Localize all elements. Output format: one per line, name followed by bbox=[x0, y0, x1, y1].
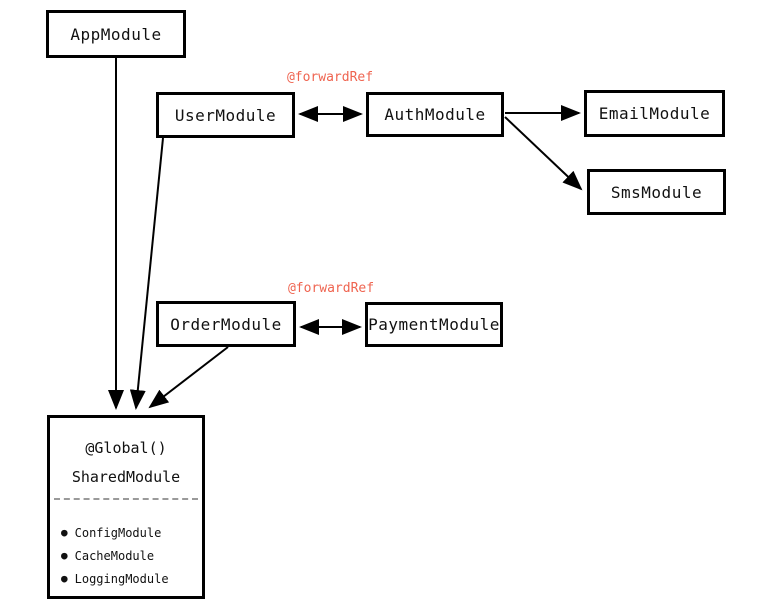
node-label: UserModule bbox=[174, 105, 277, 125]
bullet-icon: ● bbox=[61, 572, 68, 585]
shared-item-label: LoggingModule bbox=[74, 571, 169, 586]
forwardref-annotation-user-auth: @forwardRef bbox=[286, 70, 374, 85]
shared-item-label: ConfigModule bbox=[74, 525, 162, 540]
node-label: AppModule bbox=[70, 24, 162, 44]
forwardref-annotation-order-payment: @forwardRef bbox=[287, 281, 375, 296]
shared-item-label: CacheModule bbox=[74, 548, 155, 563]
node-email-module: EmailModule bbox=[584, 90, 725, 137]
dashed-divider bbox=[54, 498, 198, 500]
shared-item-config: ● ConfigModule bbox=[61, 521, 198, 544]
shared-module-items: ● ConfigModule ● CacheModule ● LoggingMo… bbox=[61, 521, 198, 590]
global-decorator-label: @Global() bbox=[85, 439, 167, 457]
node-app-module: AppModule bbox=[46, 10, 186, 58]
bullet-icon: ● bbox=[61, 526, 68, 539]
edge-authmodule-smsmodule bbox=[504, 116, 583, 191]
node-payment-module: PaymentModule bbox=[365, 302, 503, 347]
shared-item-cache: ● CacheModule bbox=[61, 544, 198, 567]
node-user-module: UserModule bbox=[156, 92, 295, 138]
node-label: OrderModule bbox=[170, 314, 282, 334]
node-label: AuthModule bbox=[384, 105, 486, 124]
bullet-icon: ● bbox=[61, 549, 68, 562]
node-label: SmsModule bbox=[610, 182, 703, 202]
shared-module-title: SharedModule bbox=[71, 468, 181, 486]
node-auth-module: AuthModule bbox=[366, 92, 504, 137]
node-shared-module: @Global() SharedModule ● ConfigModule ● … bbox=[47, 415, 205, 599]
edge-ordermodule-sharedmodule bbox=[148, 346, 229, 409]
edge-usermodule-sharedmodule bbox=[129, 137, 164, 410]
node-order-module: OrderModule bbox=[156, 301, 296, 347]
node-label: EmailModule bbox=[598, 104, 711, 123]
node-sms-module: SmsModule bbox=[587, 169, 726, 215]
shared-item-logging: ● LoggingModule bbox=[61, 567, 198, 590]
node-label: PaymentModule bbox=[368, 315, 500, 334]
